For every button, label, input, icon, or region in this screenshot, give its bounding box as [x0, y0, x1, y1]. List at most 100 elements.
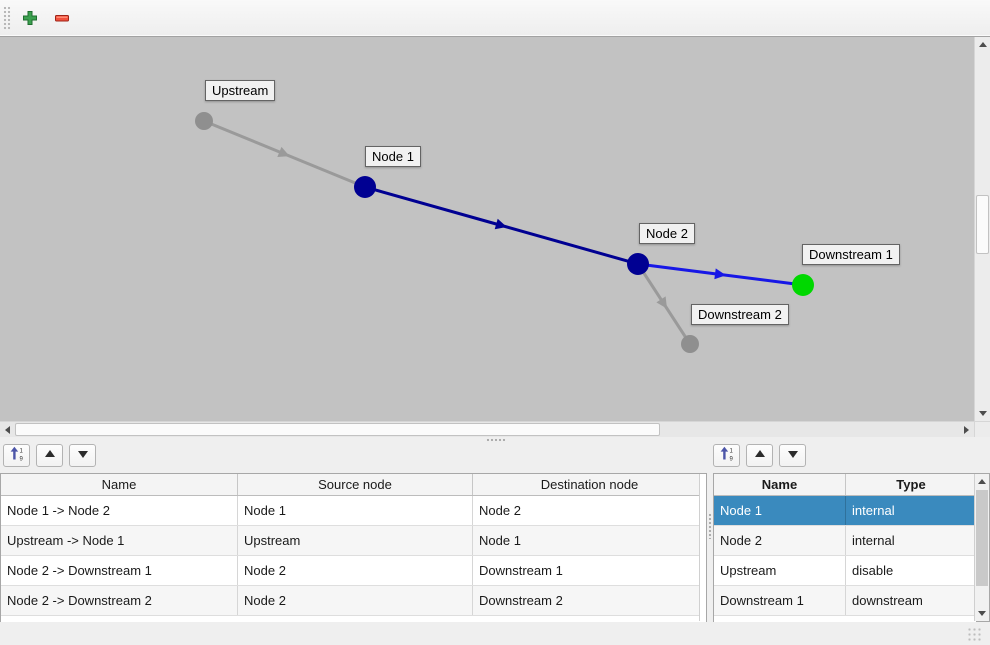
graph-node-upstream[interactable] — [195, 112, 213, 130]
move-down-icon — [786, 448, 800, 463]
empty-row — [714, 616, 976, 622]
table-cell: Downstream 2 — [473, 586, 701, 615]
table-cell: disable — [846, 556, 976, 585]
node-label-downstream1[interactable]: Downstream 1 — [802, 244, 900, 265]
move-up-icon — [753, 448, 767, 463]
table-cell: Node 2 — [238, 586, 473, 615]
node-label-downstream2[interactable]: Downstream 2 — [691, 304, 789, 325]
nodes-sort-button[interactable]: 1 9 — [713, 444, 740, 467]
graph-edge-node2-downstream2[interactable] — [636, 263, 692, 345]
nodes-move-up-button[interactable] — [746, 444, 773, 467]
nodes-table-header: Name Type — [714, 474, 989, 496]
table-cell: Node 2 -> Downstream 1 — [1, 556, 238, 585]
table-cell: Downstream 1 — [473, 556, 701, 585]
column-header-name[interactable]: Name — [1, 474, 238, 495]
move-down-icon — [76, 448, 90, 463]
canvas-horizontal-scrollbar[interactable] — [0, 421, 974, 437]
column-header-destination-node[interactable]: Destination node — [540, 477, 639, 492]
table-cell: internal — [846, 526, 976, 555]
vertical-scroll-thumb[interactable] — [976, 490, 988, 586]
scroll-up-button[interactable] — [975, 474, 989, 489]
add-node-button[interactable] — [22, 10, 38, 26]
table-cell: Downstream 1 — [714, 586, 846, 615]
remove-node-icon — [54, 10, 70, 26]
edges-table-scroll-gutter — [699, 474, 706, 621]
column-header-name[interactable]: Name — [714, 474, 846, 495]
table-cell: Node 2 — [238, 556, 473, 585]
table-cell: Node 2 — [473, 496, 701, 525]
table-cell: Upstream — [714, 556, 846, 585]
scroll-down-button[interactable] — [975, 606, 989, 621]
table-cell: Upstream -> Node 1 — [1, 526, 238, 555]
toolbar-drag-handle[interactable] — [3, 6, 11, 30]
graph-node-node2[interactable] — [627, 253, 649, 275]
status-strip — [0, 622, 990, 645]
vertical-splitter[interactable] — [707, 473, 713, 622]
table-cell: Upstream — [238, 526, 473, 555]
main-toolbar — [0, 0, 990, 36]
triangle-up-icon — [978, 479, 986, 484]
sort-ascending-icon: 1 9 — [719, 446, 735, 465]
column-header-type[interactable]: Type — [896, 477, 926, 492]
splitter-grip-icon — [486, 438, 506, 443]
splitter-grip-icon — [708, 513, 713, 539]
vertical-scroll-thumb[interactable] — [976, 195, 989, 254]
window-resize-grip-icon[interactable] — [967, 627, 982, 641]
table-cell: Node 1 — [714, 496, 846, 525]
edges-move-down-button[interactable] — [69, 444, 96, 467]
graph-svg — [195, 112, 814, 353]
table-cell: Node 2 — [714, 526, 846, 555]
graph-node-downstream1[interactable] — [792, 274, 814, 296]
edges-sort-button[interactable]: 1 9 — [3, 444, 30, 467]
nodes-table-vertical-scrollbar[interactable] — [974, 474, 989, 621]
node-label-upstream[interactable]: Upstream — [205, 80, 276, 101]
empty-row — [1, 616, 706, 622]
triangle-down-icon — [978, 611, 986, 616]
triangle-right-icon — [964, 425, 969, 434]
horizontal-splitter[interactable] — [0, 437, 990, 444]
table-cell: Node 1 — [473, 526, 701, 555]
graph-node-node1[interactable] — [354, 176, 376, 198]
graph-edge-node1-node2[interactable] — [364, 185, 639, 266]
scroll-up-button[interactable] — [975, 37, 990, 52]
scrollbar-corner — [974, 421, 990, 437]
remove-node-button[interactable] — [54, 10, 70, 26]
scroll-down-button[interactable] — [975, 406, 990, 421]
horizontal-scroll-thumb[interactable] — [15, 423, 660, 436]
column-header-source-node[interactable]: Source node — [238, 474, 473, 495]
add-node-icon — [22, 10, 38, 26]
node-label-node1[interactable]: Node 1 — [365, 146, 421, 167]
svg-text:1: 1 — [729, 448, 733, 454]
table-cell: downstream — [846, 586, 976, 615]
triangle-down-icon — [978, 411, 987, 416]
graph-edge-node2-downstream1[interactable] — [637, 262, 804, 287]
edges-table-header: Name Source node Destination node — [1, 474, 706, 496]
graph-edge-upstream-node1[interactable] — [203, 119, 366, 189]
graph-node-downstream2[interactable] — [681, 335, 699, 353]
table-cell: Node 1 — [238, 496, 473, 525]
edges-move-up-button[interactable] — [36, 444, 63, 467]
sort-ascending-icon: 1 9 — [9, 446, 25, 465]
svg-text:1: 1 — [19, 448, 23, 454]
triangle-left-icon — [5, 425, 10, 434]
table-cell: Node 2 -> Downstream 2 — [1, 586, 238, 615]
canvas-vertical-scrollbar[interactable] — [974, 37, 990, 421]
move-up-icon — [43, 448, 57, 463]
scroll-left-button[interactable] — [0, 422, 15, 437]
node-label-node2[interactable]: Node 2 — [639, 223, 695, 244]
scroll-right-button[interactable] — [959, 422, 974, 437]
edges-table: Name Source node Destination node Node 1… — [0, 473, 707, 622]
nodes-move-down-button[interactable] — [779, 444, 806, 467]
